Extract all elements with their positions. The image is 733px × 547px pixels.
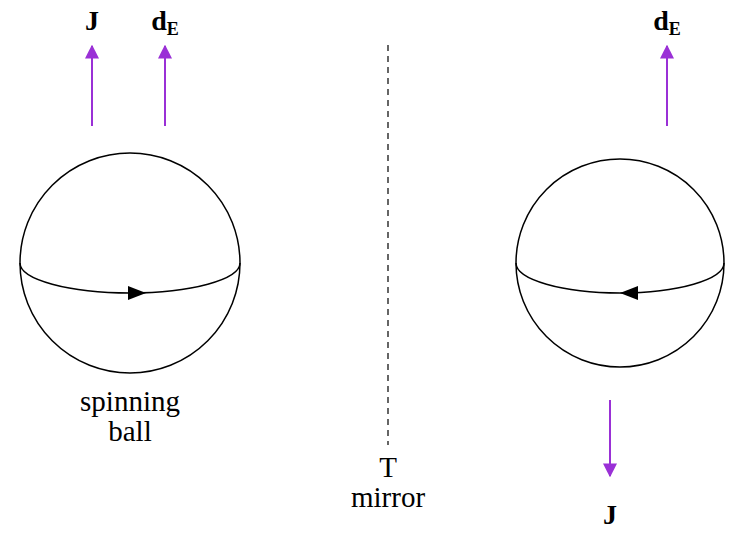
sphere: [20, 153, 240, 373]
vector-arrow: [164, 46, 166, 126]
sphere: [516, 159, 724, 367]
rotation-arrow: [128, 286, 146, 300]
vector-label: J: [603, 500, 617, 529]
vector-label: J: [85, 6, 99, 35]
rotation-arrow: [620, 286, 638, 300]
caption-label: spinning ball: [55, 386, 205, 447]
vector-arrow: [91, 46, 93, 126]
vector-label: dE: [653, 6, 681, 35]
vector-label: dE: [151, 6, 179, 35]
vector-arrow: [609, 400, 611, 476]
equator: [516, 263, 724, 293]
mirror-label: T mirror: [343, 452, 433, 513]
mirror-line: [387, 45, 388, 445]
vector-arrow: [666, 46, 668, 126]
